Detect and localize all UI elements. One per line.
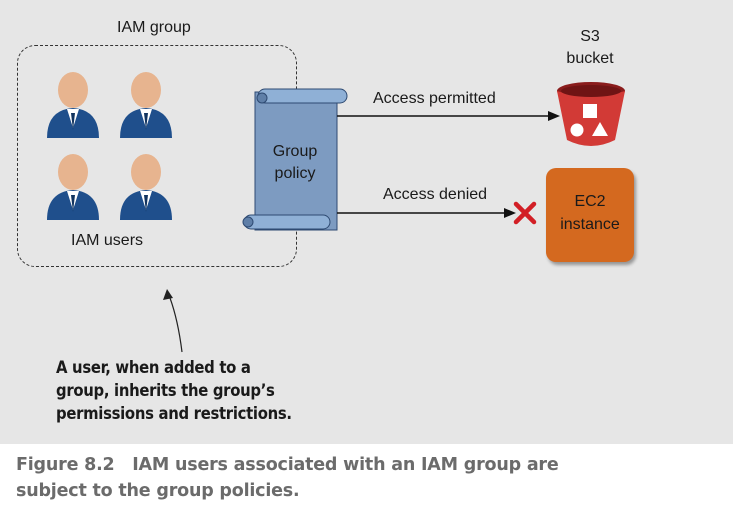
callout-line1: A user, when added to a <box>56 358 251 377</box>
s3-bucket-label: S3 bucket <box>555 26 625 70</box>
group-policy-line1: Group <box>272 143 318 160</box>
iam-users-label: IAM users <box>71 232 144 249</box>
callout-text: A user, when added to a group, inherits … <box>56 356 292 425</box>
access-denied-label: Access denied <box>383 186 488 203</box>
user-icon <box>120 72 172 138</box>
scroll-icon <box>242 88 348 231</box>
server-icon: EC2 instance <box>546 168 634 262</box>
user-icon <box>47 154 99 220</box>
callout-arrow <box>163 289 183 353</box>
access-permitted-label: Access permitted <box>373 90 496 107</box>
ec2-label-line1: EC2 <box>574 193 606 210</box>
arrow-access-denied <box>337 208 516 218</box>
iam-group-title: IAM group <box>117 19 191 36</box>
diagram-overlay <box>163 82 625 353</box>
arrow-access-permitted <box>337 111 560 121</box>
ec2-instance-label: EC2 instance <box>546 190 634 236</box>
group-policy-label: Group policy <box>262 141 328 185</box>
bucket-icon <box>557 82 625 146</box>
user-icon <box>120 154 172 220</box>
s3-label-line1: S3 <box>580 28 600 45</box>
ec2-label-line2: instance <box>560 216 620 233</box>
s3-label-line2: bucket <box>566 50 614 67</box>
figure-caption: Figure 8.2 IAM users associated with an … <box>16 452 559 504</box>
deny-x-icon <box>513 201 537 225</box>
group-policy-line2: policy <box>274 165 316 182</box>
caption-line2: subject to the group policies. <box>16 481 300 501</box>
caption-line1: Figure 8.2 IAM users associated with an … <box>16 455 559 475</box>
callout-line3: permissions and restrictions. <box>56 404 292 423</box>
user-icon <box>47 72 99 138</box>
callout-line2: group, inherits the group’s <box>56 381 275 400</box>
